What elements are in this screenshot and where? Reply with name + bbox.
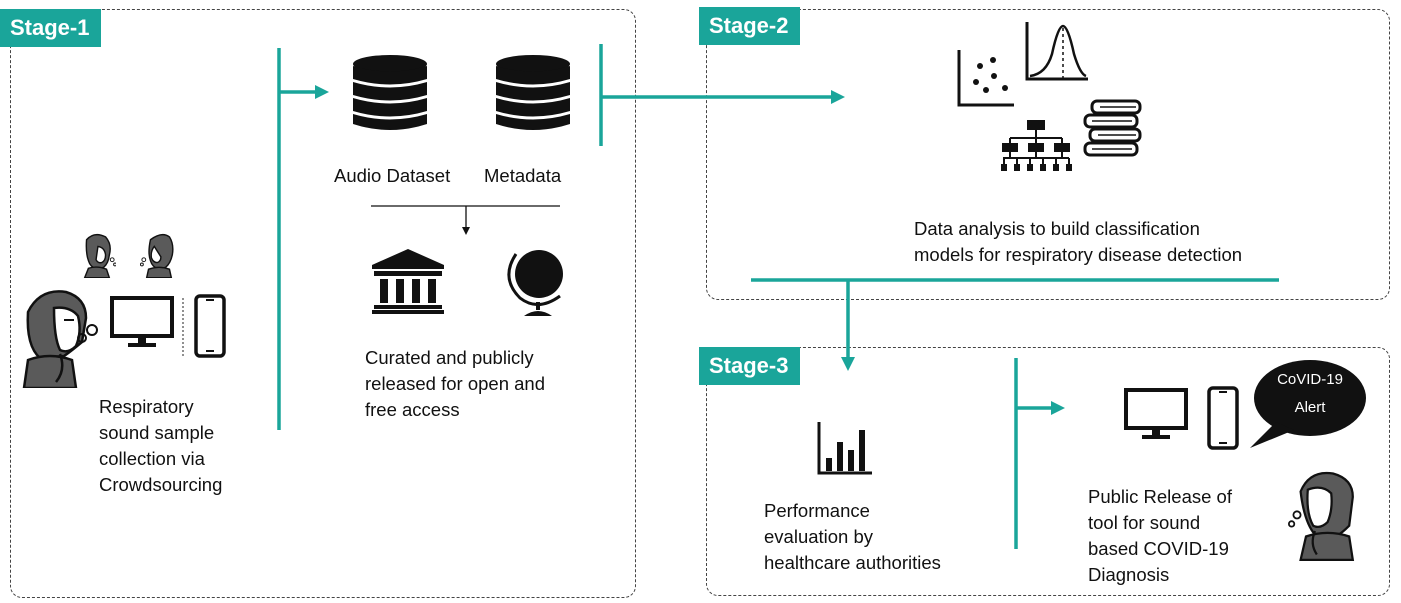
audio-dataset-label: Audio Dataset [334,165,451,186]
metadata-label: Metadata [484,165,562,186]
public-release-text: Public Release of tool for sound based C… [1088,486,1232,585]
smartphone-icon [1207,386,1239,450]
stage-3-label: Stage-3 [699,347,801,385]
person-coughing-icon [140,233,174,278]
globe-icon [507,250,563,316]
person-coughing-icon [22,290,98,388]
database-icon [353,55,427,130]
smartphone-icon [194,294,226,358]
stage-2-box [706,9,1390,300]
evaluation-text: Performance evaluation by healthcare aut… [764,500,941,573]
monitor-icon [1124,388,1188,439]
speech-bubble-icon [1250,360,1366,448]
stage-1-label: Stage-1 [0,9,102,47]
release-text: Curated and publicly released for open a… [365,347,545,420]
down-arrow [371,205,560,235]
collection-text: Respiratory sound sample collection via … [99,396,223,495]
monitor-icon [110,296,174,347]
analysis-text: Data analysis to build classification mo… [914,218,1243,265]
person-coughing-icon [1288,471,1355,562]
stage-3-box [706,347,1390,596]
alert-text: CoVID-19 Alert [1277,371,1343,416]
bell-curve-icon [1025,22,1088,81]
bar-chart-icon [817,422,872,475]
stage-2-label: Stage-2 [699,7,801,45]
scatter-plot-icon [957,50,1014,107]
person-coughing-icon [83,233,116,278]
stage-1-box [10,9,636,598]
books-icon [1083,99,1142,157]
database-icon [496,55,570,130]
org-chart-icon [1001,120,1072,171]
museum-icon [372,249,444,314]
